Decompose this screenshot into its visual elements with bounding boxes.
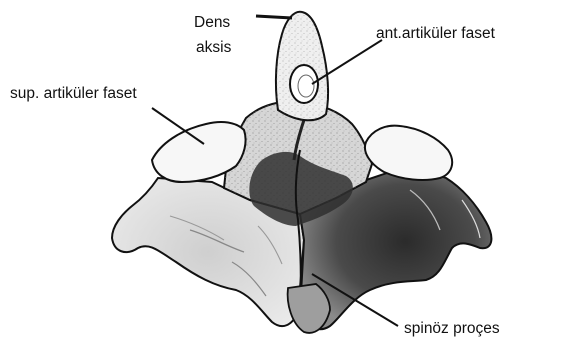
vertebra-body xyxy=(112,102,491,333)
label-anterior-articular-facet: ant.artiküler faset xyxy=(376,25,496,42)
dens-leader xyxy=(256,16,292,18)
label-aksis: aksis xyxy=(196,39,232,56)
label-spinous-process: spinöz proçes xyxy=(404,320,500,337)
label-superior-articular-facet: sup. artiküler faset xyxy=(10,85,137,102)
label-dens: Dens xyxy=(194,14,230,31)
right-superior-articular-facet xyxy=(365,126,452,180)
spinous-process-tip xyxy=(288,284,330,333)
